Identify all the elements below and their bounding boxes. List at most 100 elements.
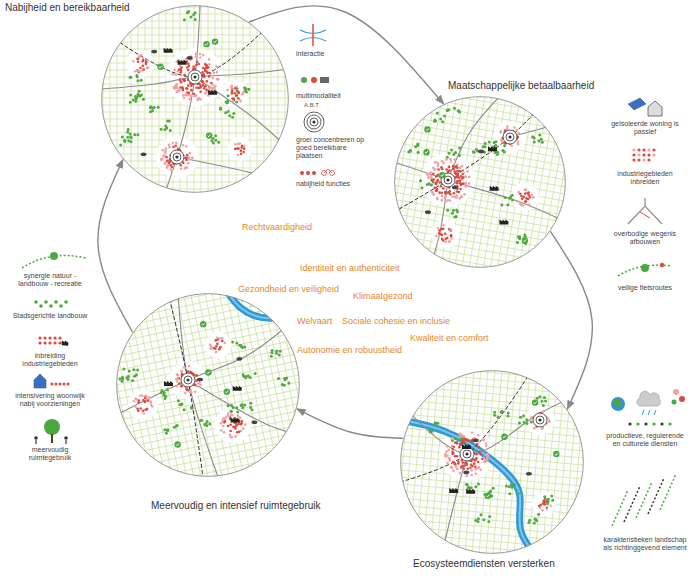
map-circle bbox=[43, 341, 46, 344]
annotation-label: interactie bbox=[296, 50, 366, 58]
map-circle bbox=[536, 397, 539, 400]
map-circle bbox=[137, 60, 140, 63]
map-circle bbox=[444, 454, 447, 457]
map-circle bbox=[210, 139, 213, 142]
map-circle bbox=[534, 518, 537, 521]
map-circle bbox=[214, 85, 217, 88]
map-circle bbox=[53, 336, 56, 339]
map-circle bbox=[533, 140, 536, 143]
map-circle bbox=[496, 153, 499, 156]
map-circle bbox=[161, 158, 164, 161]
map-circle bbox=[175, 90, 178, 93]
map-circle bbox=[67, 383, 70, 386]
map-circle bbox=[195, 53, 198, 56]
map-circle bbox=[522, 196, 525, 199]
value-label: Sociale cohesie en inclusie bbox=[342, 316, 450, 327]
circle-title: Nabijheid en bereikbaarheid bbox=[4, 2, 131, 14]
map-circle bbox=[164, 161, 167, 164]
map-circle bbox=[542, 500, 545, 503]
map-circle bbox=[197, 97, 200, 100]
map-circle bbox=[517, 132, 520, 135]
map-circle bbox=[187, 92, 190, 95]
map-circle bbox=[231, 92, 234, 95]
map-circle bbox=[401, 371, 584, 554]
map-circle bbox=[497, 416, 500, 419]
map-circle bbox=[460, 466, 463, 469]
map-circle bbox=[463, 450, 471, 458]
map-circle bbox=[517, 143, 520, 146]
map-circle bbox=[195, 56, 198, 59]
map-circle bbox=[485, 493, 491, 499]
map-circle bbox=[457, 462, 460, 465]
map-circle bbox=[126, 136, 129, 139]
map-circle bbox=[428, 430, 431, 433]
map-ellipse bbox=[473, 438, 479, 442]
map-circle bbox=[466, 439, 469, 442]
map-illustration bbox=[400, 370, 584, 554]
map-circle bbox=[119, 144, 122, 147]
map-circle bbox=[184, 167, 187, 170]
map-circle bbox=[417, 151, 420, 154]
map-circle bbox=[230, 404, 233, 407]
map-circle bbox=[532, 196, 535, 199]
map-circle bbox=[235, 94, 238, 97]
map-circle bbox=[157, 64, 163, 70]
map-circle bbox=[546, 502, 549, 505]
map-circle bbox=[54, 300, 58, 304]
map-circle bbox=[537, 513, 540, 516]
map-circle bbox=[240, 420, 243, 423]
map-circle bbox=[519, 192, 522, 195]
map-circle bbox=[458, 180, 461, 183]
map-circle bbox=[142, 409, 145, 412]
map-circle bbox=[239, 404, 242, 407]
map-circle bbox=[223, 417, 226, 420]
map-circle bbox=[234, 92, 237, 95]
map-circle bbox=[441, 192, 444, 195]
map-circle bbox=[203, 41, 209, 47]
map-circle bbox=[224, 111, 227, 114]
map-circle bbox=[543, 503, 546, 506]
map-circle bbox=[221, 340, 224, 343]
map-circle bbox=[34, 300, 38, 304]
map-circle bbox=[199, 83, 202, 86]
map-circle bbox=[426, 183, 429, 186]
map-circle bbox=[164, 124, 167, 127]
map-circle bbox=[200, 419, 203, 422]
map-circle bbox=[439, 118, 442, 121]
map-circle bbox=[197, 63, 200, 66]
map-circle bbox=[48, 336, 51, 339]
map-circle bbox=[439, 172, 445, 178]
map-path bbox=[648, 478, 664, 514]
map-path bbox=[208, 134, 211, 136]
annotation-label: karakteristieken landschap als richtingg… bbox=[603, 536, 687, 552]
map-circle bbox=[63, 383, 66, 386]
map-circle bbox=[513, 483, 516, 486]
map-circle bbox=[482, 518, 485, 521]
map-circle bbox=[242, 428, 245, 431]
map-path bbox=[312, 24, 314, 46]
map-circle bbox=[182, 78, 185, 81]
map-circle bbox=[174, 73, 177, 76]
map-circle bbox=[208, 58, 211, 61]
map-circle bbox=[131, 379, 134, 382]
map-circle bbox=[230, 410, 233, 413]
map-circle bbox=[482, 438, 485, 441]
map-circle bbox=[647, 153, 650, 156]
map-circle bbox=[531, 135, 534, 138]
map-circle bbox=[644, 422, 647, 425]
map-circle bbox=[673, 389, 679, 395]
map-circle bbox=[459, 179, 462, 182]
map-circle bbox=[216, 78, 219, 81]
map-circle bbox=[183, 408, 186, 411]
map-circle bbox=[523, 421, 526, 424]
map-circle bbox=[187, 370, 190, 373]
map-circle bbox=[541, 141, 544, 144]
map-circle bbox=[160, 158, 163, 161]
map-circle bbox=[190, 406, 193, 409]
map-path bbox=[115, 29, 265, 77]
map-circle bbox=[213, 72, 216, 75]
map-circle bbox=[254, 372, 257, 375]
map-ellipse bbox=[251, 420, 257, 424]
map-circle bbox=[456, 455, 459, 458]
map-circle bbox=[484, 142, 487, 145]
